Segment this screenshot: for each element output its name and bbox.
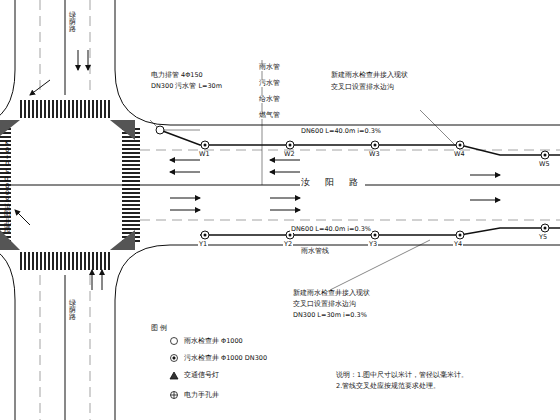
legend-entry: 交通信号灯 <box>184 371 219 380</box>
callout-number: W2 <box>283 151 296 158</box>
legend-entry: 雨水检查井 Φ1000 <box>184 337 243 346</box>
note-label: 交叉口设置排水边沟 <box>292 301 357 308</box>
callout-number: W5 <box>538 161 551 168</box>
note-label: 雨水管线 <box>300 248 330 255</box>
note-label: 污水管 <box>258 80 281 87</box>
callout-number: Y2 <box>283 241 293 248</box>
note-label: DN300 L=30m i=0.3% <box>292 312 368 319</box>
callout-number: Y3 <box>368 241 378 248</box>
note-label: 雨水管 <box>258 64 281 71</box>
callout-number: Y5 <box>538 234 548 241</box>
callout-number: Y4 <box>453 241 463 248</box>
callout-number: Y1 <box>198 241 208 248</box>
note-label: 新建雨水检查井接入现状 <box>330 72 409 79</box>
callout-number: W4 <box>453 151 466 158</box>
note-label: DN300 污水管 L=30m <box>150 83 223 90</box>
note-label: 图 例 <box>150 325 168 332</box>
road-name: 绿荫路 <box>68 300 77 321</box>
road-name: 绿荫路 <box>68 12 77 33</box>
note-label: DN600 L=40.0m i=0.3% <box>300 128 382 135</box>
note-label: 汝 阳 路 <box>300 177 365 187</box>
note-label: 电力排管 4Φ150 <box>150 72 204 79</box>
note-label: 交叉口设置排水边沟 <box>330 84 395 91</box>
callout-number: W3 <box>368 151 381 158</box>
legend-entry: 电力手孔井 <box>184 391 219 400</box>
callout-number: W1 <box>198 151 211 158</box>
legend-entry: 污水检查井 Φ1000 DN300 <box>184 354 267 363</box>
note-label: 给水管 <box>258 96 281 103</box>
road-name: K0+050.898 汝阳北路 <box>3 140 12 233</box>
note-label: 新建雨水检查井接入现状 <box>292 290 371 297</box>
note-label: 2.管线交叉处应按规范要求处理。 <box>335 383 441 390</box>
note-label: 说明：1.图中尺寸以米计，管径以毫米计。 <box>335 372 469 379</box>
note-label: 燃气管 <box>258 112 281 119</box>
note-label: DN600 L=40.0m i=0.3% <box>290 226 372 233</box>
